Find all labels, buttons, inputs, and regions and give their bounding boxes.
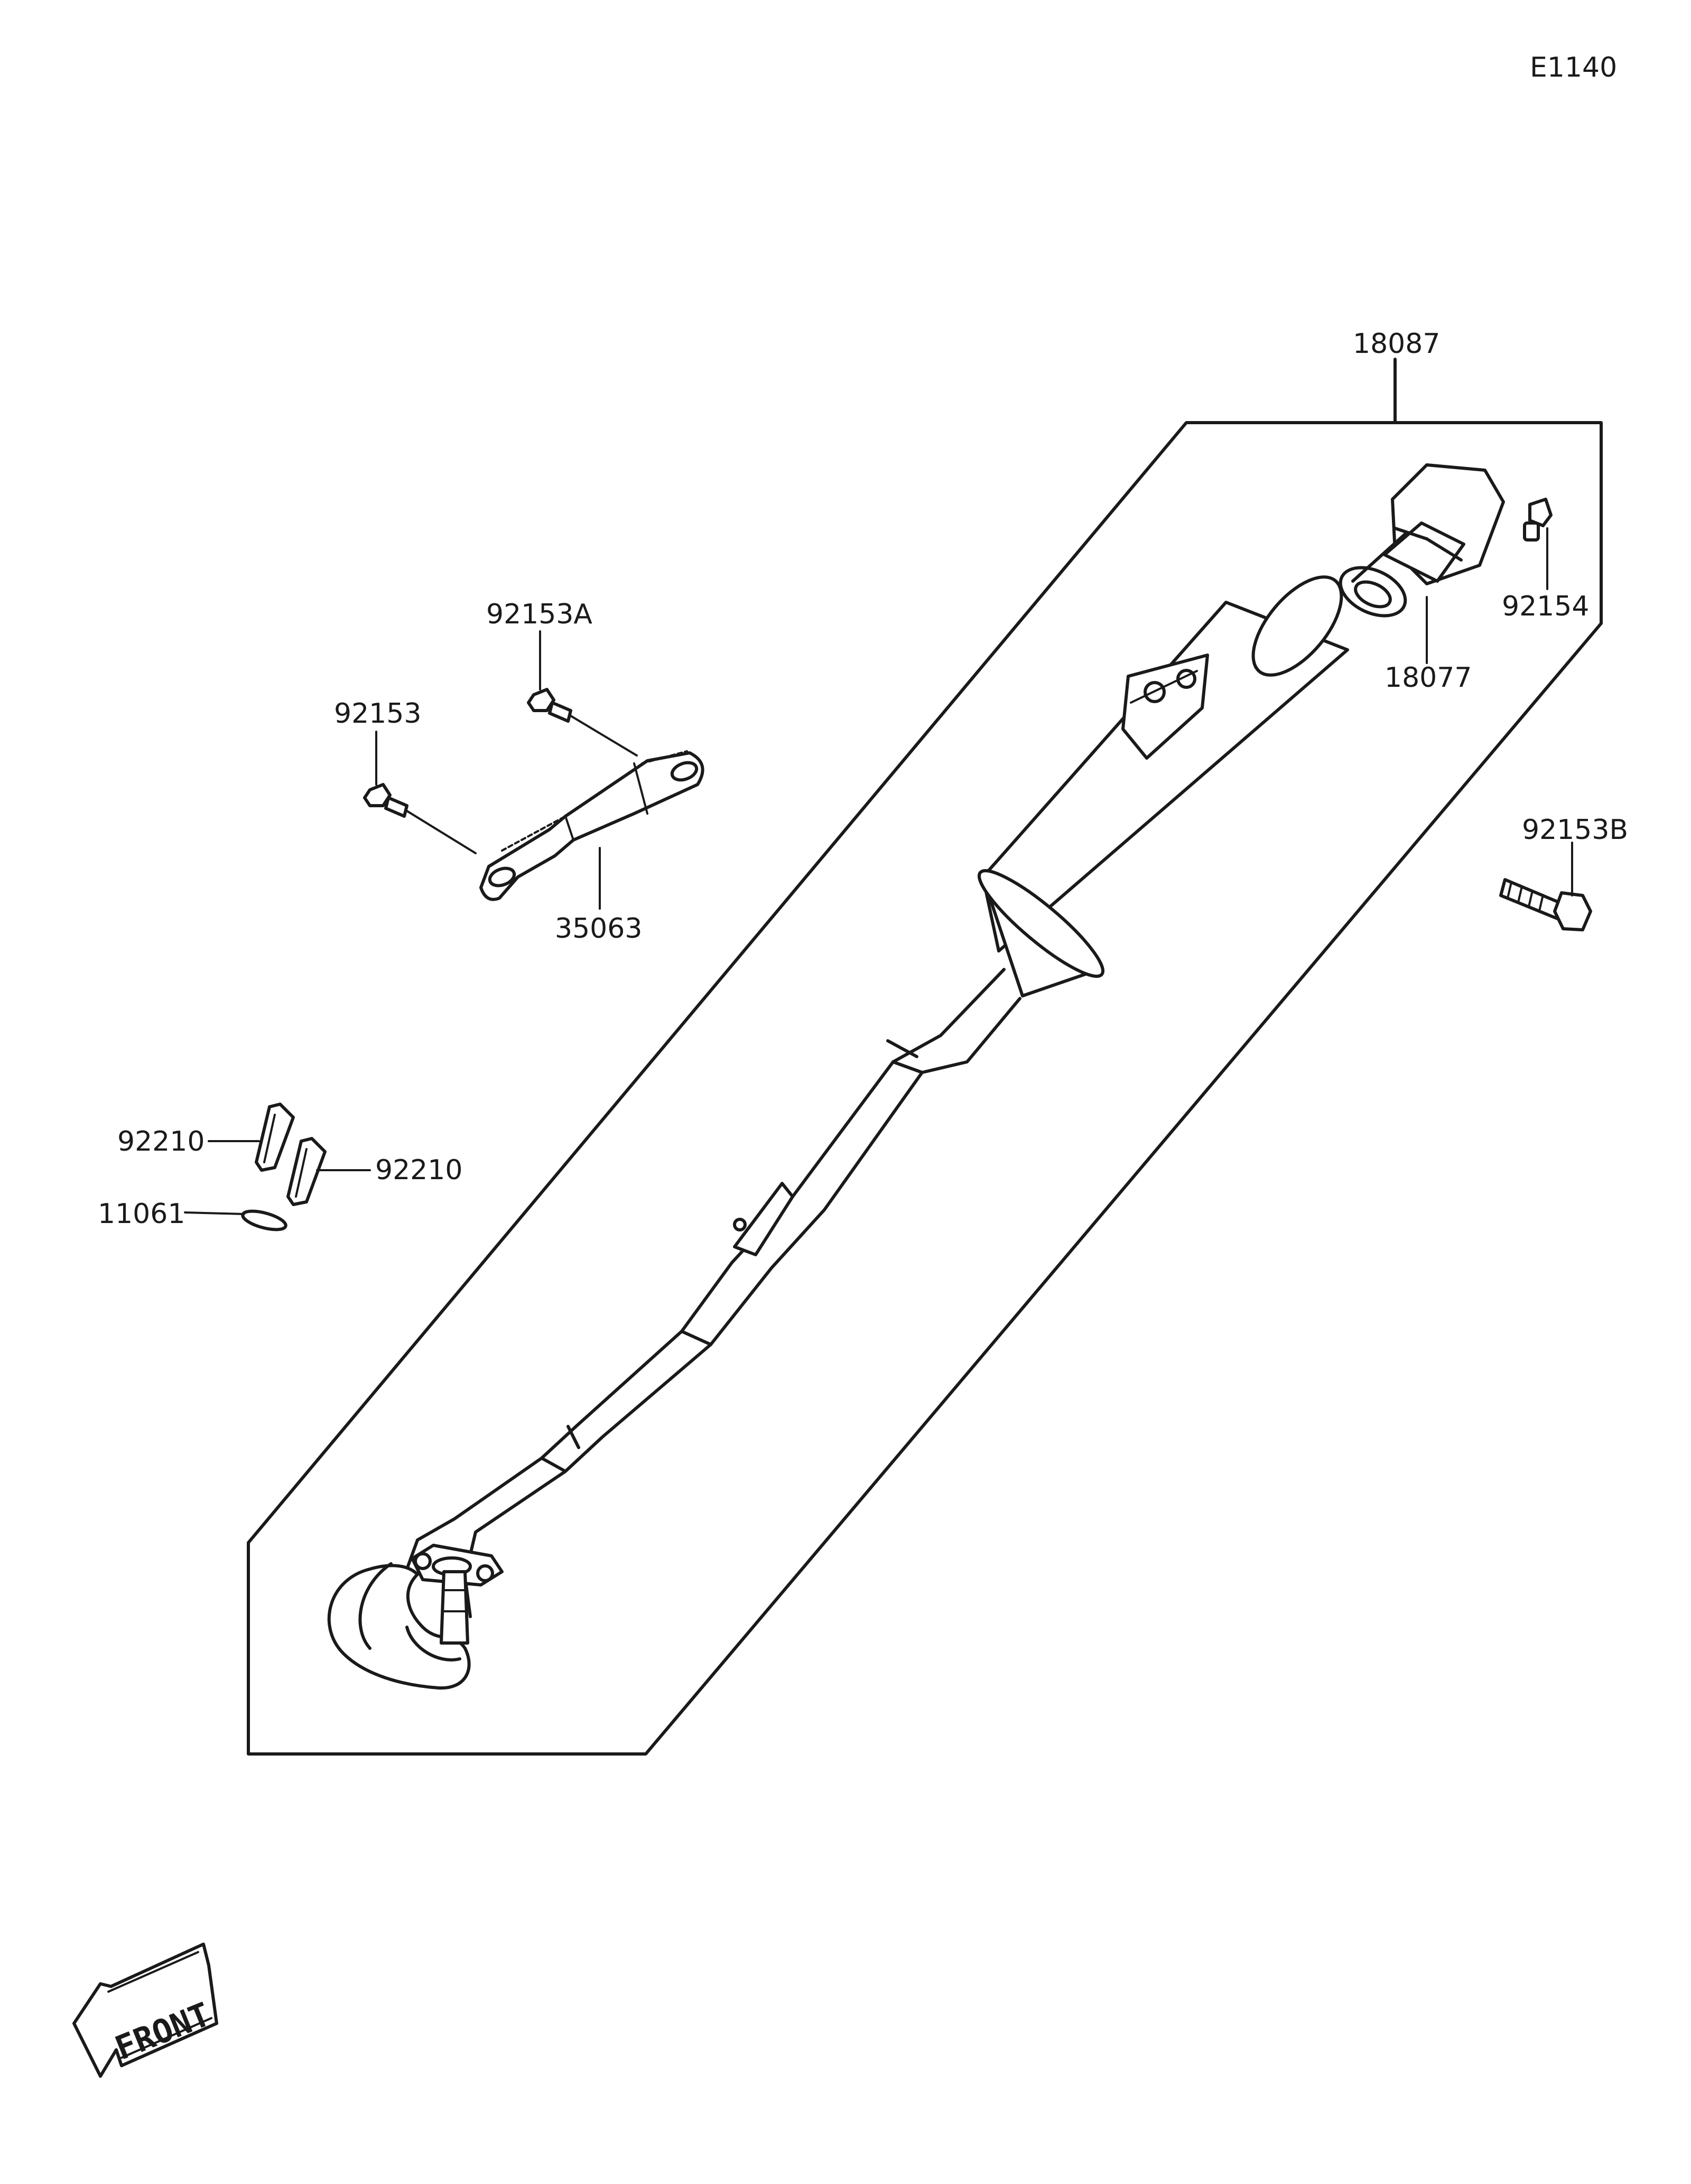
bracket-bolt-a <box>527 688 638 757</box>
label-92153: 92153 <box>334 698 421 730</box>
label-35063: 35063 <box>555 913 642 945</box>
label-92210-lower: 92210 <box>375 1154 462 1186</box>
head-pipe <box>327 968 1021 1690</box>
label-92154: 92154 <box>1502 591 1589 622</box>
label-92210-upper: 92210 <box>117 1126 205 1158</box>
end-bolt <box>1523 498 1553 542</box>
label-18087: 18087 <box>1353 328 1440 360</box>
bracket <box>479 750 704 901</box>
mount-bolt <box>1499 878 1592 931</box>
gasket-leader <box>184 1211 245 1215</box>
end-cap <box>1339 463 1505 618</box>
muffler <box>978 575 1349 997</box>
assembly-outline <box>247 421 1603 1756</box>
clip-lower <box>286 1137 327 1206</box>
gasket <box>241 1209 287 1231</box>
label-92153B: 92153B <box>1522 814 1628 846</box>
diagram-code: E1140 <box>1530 52 1617 83</box>
clip-upper <box>255 1103 295 1172</box>
front-arrow-icon: FRONT <box>72 1943 218 2078</box>
label-11061: 11061 <box>98 1198 185 1230</box>
label-18077: 18077 <box>1385 662 1472 694</box>
bracket-bolt <box>363 783 477 854</box>
label-92153A: 92153A <box>486 599 592 630</box>
